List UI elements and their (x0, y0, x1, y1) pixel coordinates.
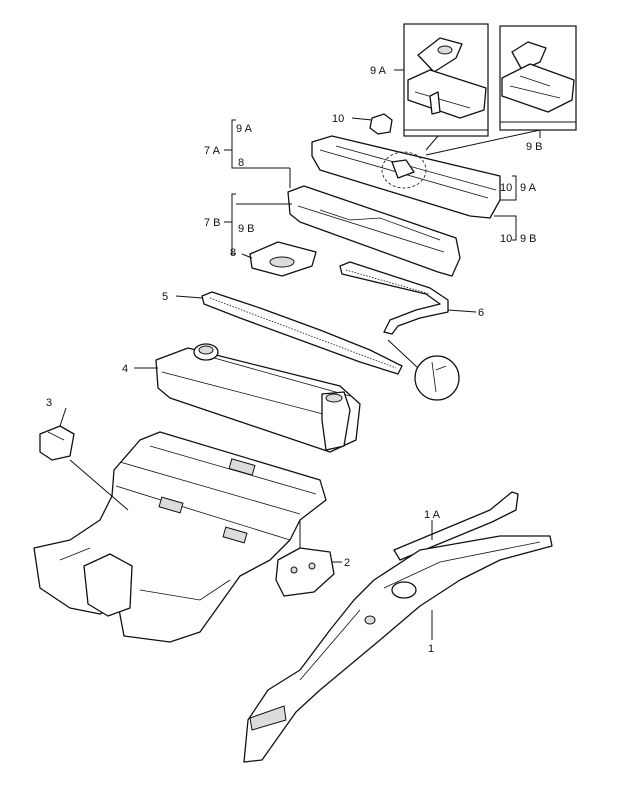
label-8-a: 8 (238, 157, 244, 169)
label-10-top: 10 (332, 113, 344, 125)
label-9b-right: 9 B (520, 233, 537, 245)
label-1a: 1 A (424, 509, 441, 521)
label-4: 4 (122, 363, 128, 375)
part-7a-upper-panel (311, 135, 501, 219)
label-10-right-b: 10 (500, 233, 512, 245)
part-10-clip (369, 113, 393, 135)
label-9b-box: 9 B (526, 141, 543, 153)
label-9a-left: 9 A (236, 123, 253, 135)
part-5-seal-strip (201, 291, 403, 375)
part-8-bracket (249, 241, 317, 277)
label-5: 5 (162, 291, 168, 303)
label-9b-left: 9 B (238, 223, 255, 235)
label-7b: 7 B (204, 217, 221, 229)
label-3: 3 (46, 397, 52, 409)
label-2: 2 (344, 557, 350, 569)
part-2-bracket (275, 547, 342, 597)
label-7a: 7 A (204, 145, 221, 157)
detail-box-9b (499, 25, 577, 131)
label-1: 1 (428, 643, 434, 655)
label-8-b: 8 (230, 247, 236, 259)
section-detail-circle (414, 355, 460, 401)
part-7b-lower-panel (287, 185, 461, 277)
part-6-seal (339, 261, 449, 335)
label-9a-top: 9 A (370, 65, 387, 77)
part-1-side-member (243, 535, 553, 763)
label-6: 6 (478, 307, 484, 319)
part-4-cross-member (155, 343, 361, 453)
part-3-bracket (39, 407, 75, 461)
detail-box-9a (403, 23, 489, 137)
floor-pan-assembly (33, 431, 327, 643)
label-10-right-a: 10 (500, 182, 512, 194)
label-9a-right: 9 A (520, 182, 537, 194)
